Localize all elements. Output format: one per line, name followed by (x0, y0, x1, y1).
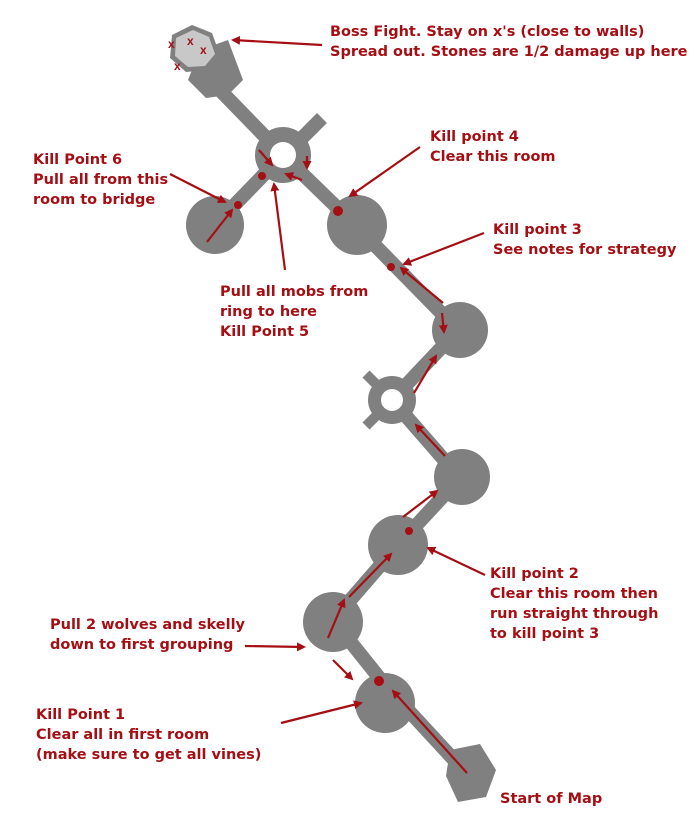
note-line: Clear all in first room (36, 727, 210, 743)
note-kill-point-1: Kill Point 1 Clear all in first room (ma… (36, 705, 261, 765)
note-line: See notes for strategy (493, 242, 677, 258)
note-line: Pull 2 wolves and skelly (50, 617, 246, 633)
boss-arena (170, 25, 220, 72)
note-kill-point-3: Kill point 3 See notes for strategy (493, 220, 676, 260)
note-line: Kill Point 6 (33, 152, 123, 168)
note-line: Kill Point 1 (36, 707, 126, 723)
boss-x-marker: x (174, 59, 181, 73)
note-line: Kill Point 5 (220, 324, 310, 340)
corridors (209, 80, 474, 780)
note-start-of-map: Start of Map (500, 789, 602, 809)
room-east-2 (432, 302, 488, 358)
boss-x-marker: x (168, 37, 175, 51)
note-line: Pull all mobs from (220, 284, 369, 300)
ring-room-upper (255, 127, 311, 183)
note-line: Kill point 2 (490, 566, 579, 582)
note-line: to kill point 3 (490, 626, 600, 642)
note-kill-point-6: Kill Point 6 Pull all from this room to … (33, 150, 168, 210)
boss-x-marker: x (200, 43, 207, 57)
note-line: Clear this room then (490, 586, 658, 602)
note-line: room to bridge (33, 192, 156, 208)
kill-point-dot (374, 676, 384, 686)
kill-point-dot (258, 172, 266, 180)
note-line: Spread out. Stones are 1/2 damage up her… (330, 44, 688, 60)
kill-point-dot (333, 206, 343, 216)
callout-arrows (169, 35, 486, 725)
note-pull-wolves: Pull 2 wolves and skelly down to first g… (50, 615, 245, 655)
note-line: down to first grouping (50, 637, 234, 653)
note-line: Boss Fight. Stay on x's (close to walls) (330, 24, 645, 40)
room-kill-point-1 (355, 673, 415, 733)
kill-point-dot (387, 263, 395, 271)
note-line: Kill point 4 (430, 129, 519, 145)
boss-markers: x x x x (168, 34, 207, 73)
kill-point-dot (405, 527, 413, 535)
note-line: Pull all from this (33, 172, 169, 188)
route-arrows (206, 149, 468, 774)
start-room (446, 744, 496, 802)
note-line: ring to here (220, 304, 317, 320)
note-boss-fight: Boss Fight. Stay on x's (close to walls)… (330, 22, 688, 62)
note-kill-point-4: Kill point 4 Clear this room (430, 127, 556, 167)
room-kill-point-4 (327, 195, 387, 255)
note-kill-point-2: Kill point 2 Clear this room then run st… (490, 564, 658, 644)
note-line: (make sure to get all vines) (36, 747, 262, 763)
note-line: Clear this room (430, 149, 556, 165)
kill-point-dots (234, 172, 413, 686)
room-kill-point-2 (368, 515, 428, 575)
room-east-1 (434, 449, 490, 505)
note-line: Kill point 3 (493, 222, 582, 238)
ring-room-lower (368, 376, 416, 424)
boss-x-marker: x (187, 34, 194, 48)
note-line: Start of Map (500, 791, 603, 807)
note-kill-point-5: Pull all mobs from ring to here Kill Poi… (220, 282, 368, 342)
room-pull-wolves (303, 592, 363, 652)
kill-point-dot (234, 201, 242, 209)
note-line: run straight through (490, 606, 659, 622)
